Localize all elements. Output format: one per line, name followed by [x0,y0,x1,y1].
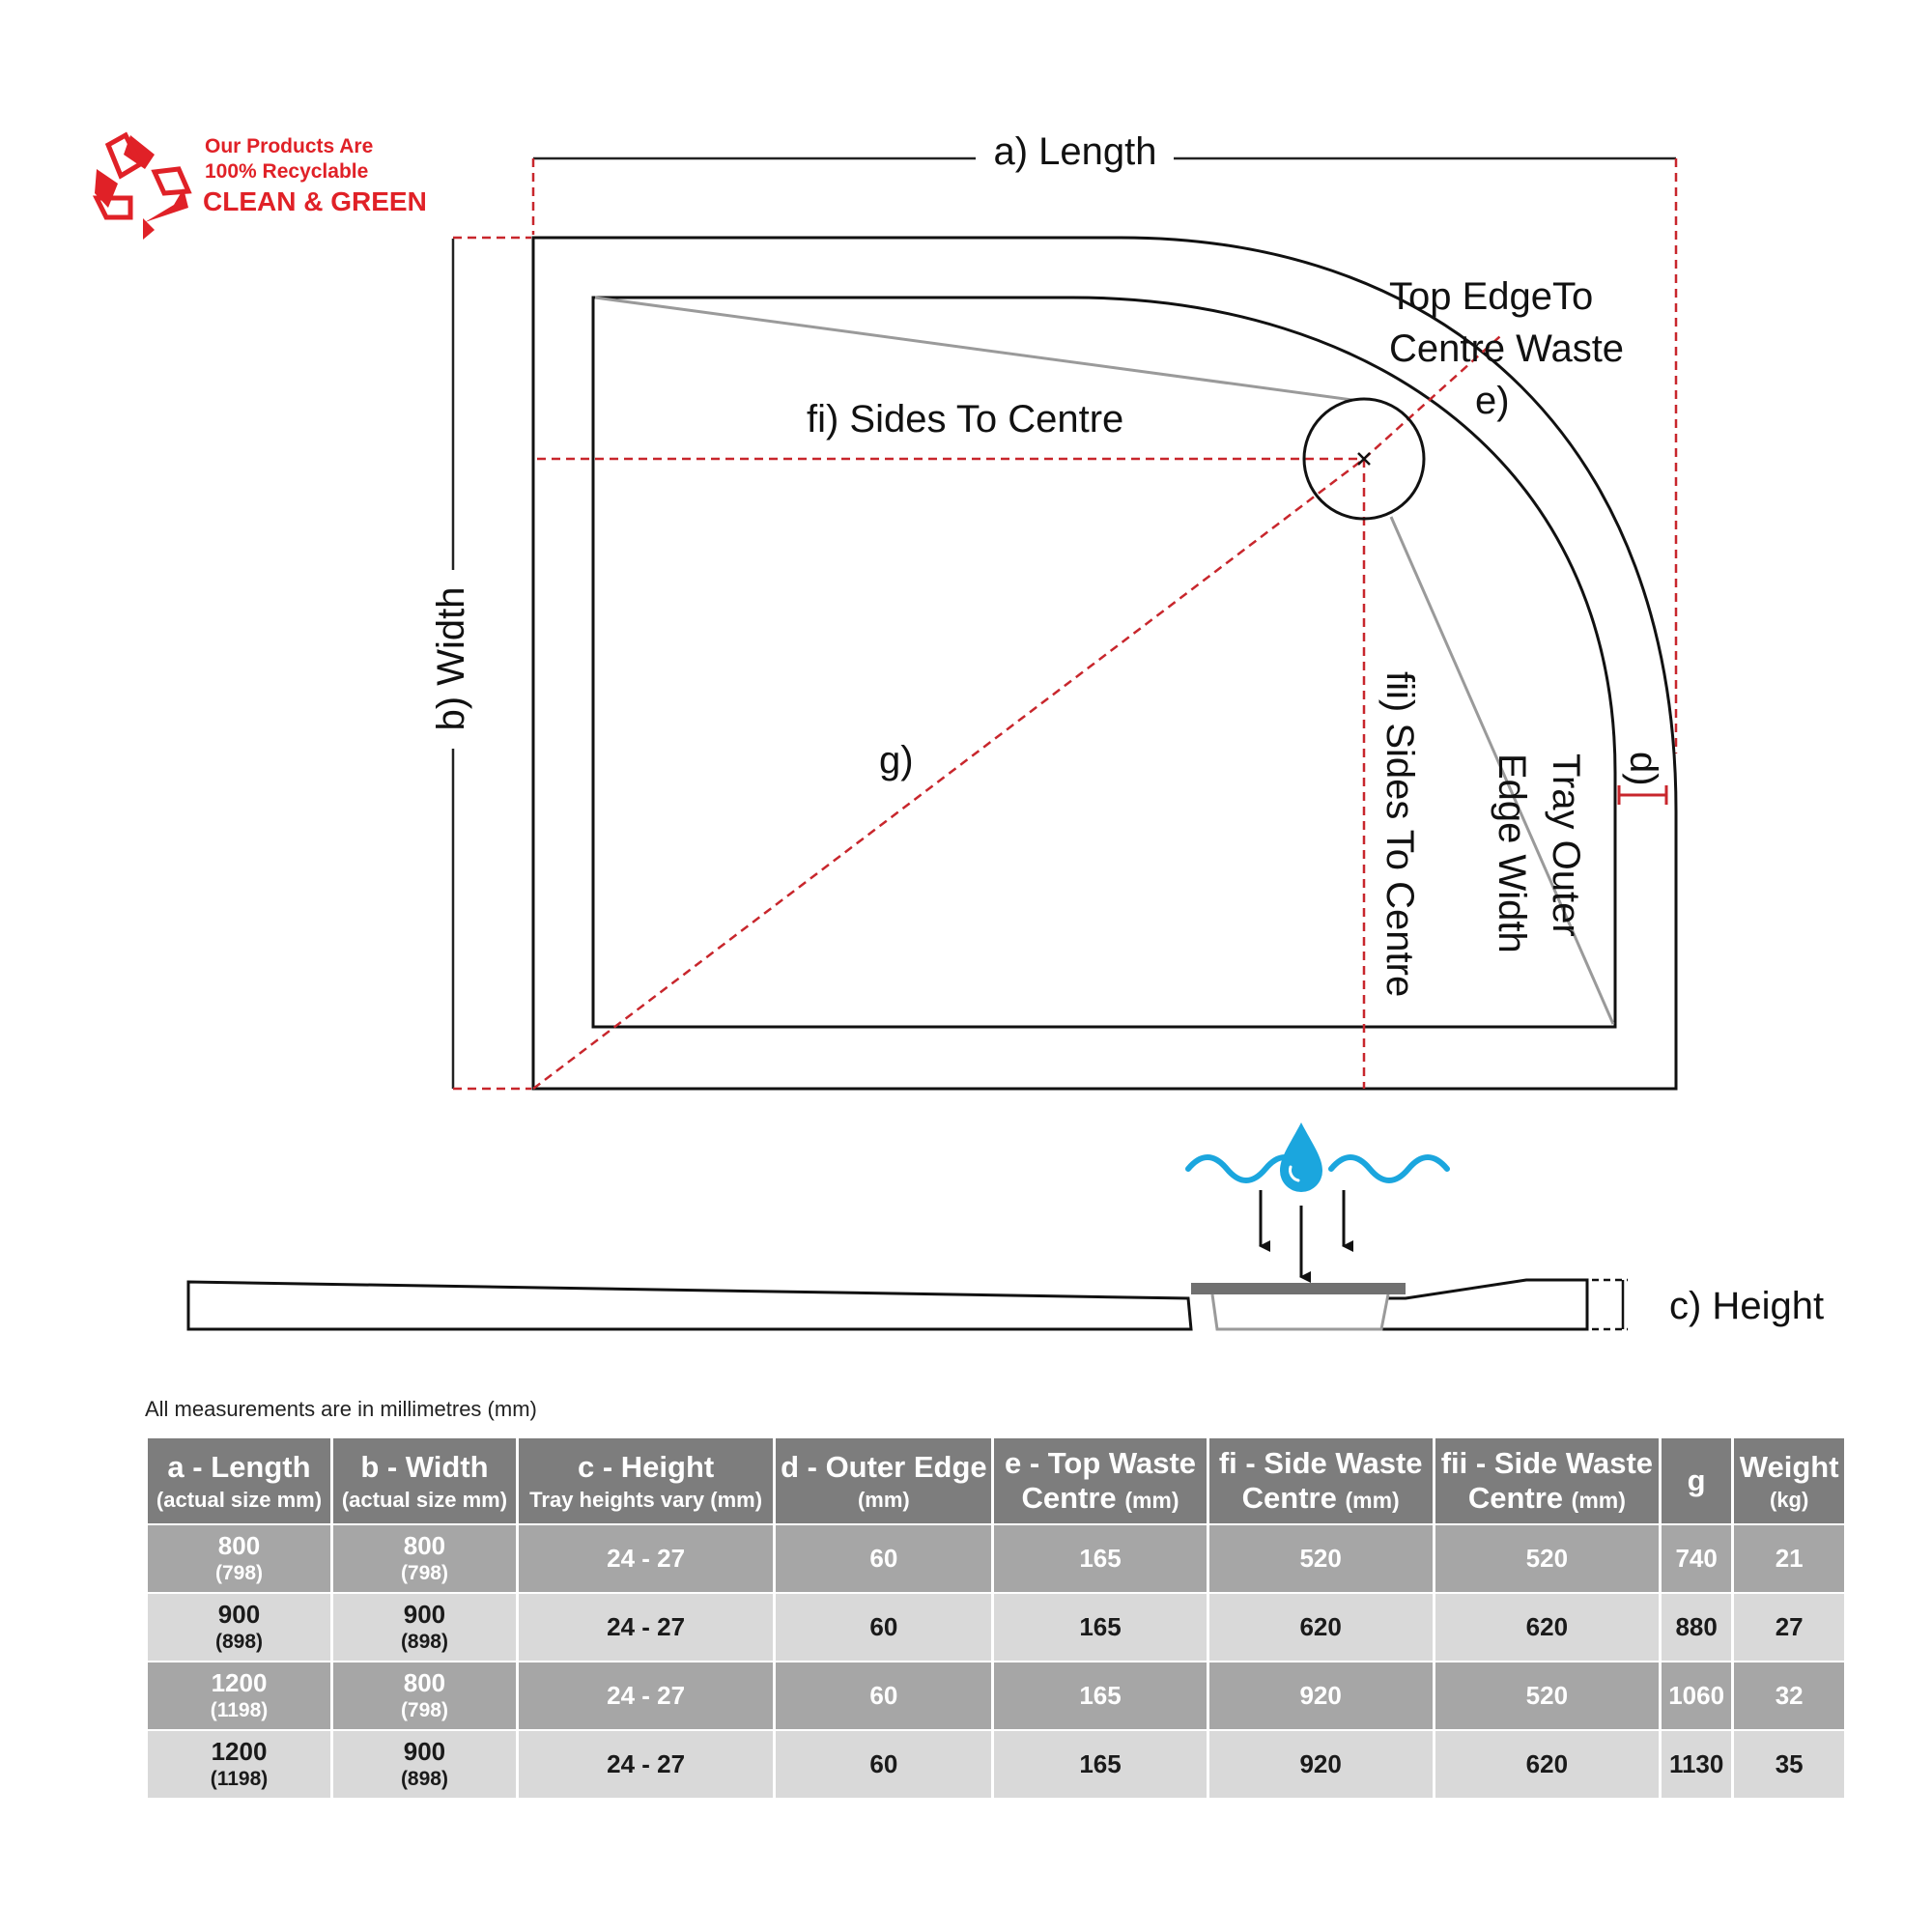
logo-line-3: CLEAN & GREEN [203,186,427,216]
cell-length: 1200(1198) [148,1662,330,1729]
cell-length: 800(798) [148,1525,330,1592]
water-drop-icon [1185,1122,1450,1192]
cell-outer-edge: 60 [776,1594,992,1661]
table-row: 1200(1198) 900(898) 24 - 27 60 165 920 6… [148,1731,1844,1798]
waste-outlet [1302,397,1426,521]
cell-outer-edge: 60 [776,1525,992,1592]
cell-width: 800(798) [332,1662,516,1729]
cell-outer-edge: 60 [776,1662,992,1729]
cell-width: 800(798) [332,1525,516,1592]
cell-fii: 520 [1435,1662,1659,1729]
measurement-lines [532,335,1501,1090]
outer-edge-marker [1617,785,1668,805]
cell-top-waste: 165 [994,1662,1207,1729]
length-label: a) Length [993,130,1156,173]
logo-line-2: 100% Recyclable [205,160,368,183]
cell-weight: 21 [1734,1525,1844,1592]
table-row: 800(798) 800(798) 24 - 27 60 165 520 520… [148,1525,1844,1592]
cell-g: 740 [1661,1525,1732,1592]
side-guide-line [1389,516,1615,1025]
cell-g: 1060 [1661,1662,1732,1729]
length-dimension: a) Length [531,130,1678,753]
cell-fii: 620 [1435,1731,1659,1798]
cell-height: 24 - 27 [518,1662,774,1729]
tray-outer-label-2: Edge Width [1491,753,1533,953]
cell-g: 880 [1661,1594,1732,1661]
width-dimension: b) Width [430,236,531,1091]
logo-line-1: Our Products Are [205,135,373,157]
top-edge-label-2: Centre Waste [1389,327,1624,370]
table-header-row: a - Length(actual size mm) b - Width(act… [148,1438,1844,1523]
measurement-note: All measurements are in millimetres (mm) [145,1397,537,1421]
cell-length: 1200(1198) [148,1731,330,1798]
cell-fi: 520 [1208,1525,1433,1592]
cell-length: 900(898) [148,1594,330,1661]
cell-width: 900(898) [332,1594,516,1661]
cell-weight: 32 [1734,1662,1844,1729]
tray-top-view [531,236,1678,1091]
down-arrows-icon [1259,1190,1353,1283]
tray-side-profile [186,1278,1628,1331]
spec-table: a - Length(actual size mm) b - Width(act… [145,1436,1847,1800]
table-row: 1200(1198) 800(798) 24 - 27 60 165 920 5… [148,1662,1844,1729]
header-width: b - Width(actual size mm) [332,1438,516,1523]
tray-outer-label-1: Tray Outer [1545,753,1587,937]
cell-g: 1130 [1661,1731,1732,1798]
cell-fii: 520 [1435,1525,1659,1592]
cell-top-waste: 165 [994,1594,1207,1661]
cell-height: 24 - 27 [518,1525,774,1592]
fii-label: fii) Sides To Centre [1378,671,1421,997]
cell-outer-edge: 60 [776,1731,992,1798]
cell-fi: 920 [1208,1731,1433,1798]
e-label: e) [1475,380,1510,422]
cell-height: 24 - 27 [518,1731,774,1798]
cell-weight: 35 [1734,1731,1844,1798]
cell-fi: 620 [1208,1594,1433,1661]
top-guide-line [594,296,1353,402]
table-row: 900(898) 900(898) 24 - 27 60 165 620 620… [148,1594,1844,1661]
d-label: d) [1622,752,1664,786]
cell-top-waste: 165 [994,1525,1207,1592]
g-label: g) [879,739,914,781]
cell-top-waste: 165 [994,1731,1207,1798]
header-outer-edge: d - Outer Edge(mm) [776,1438,992,1523]
fi-label: fi) Sides To Centre [807,398,1123,440]
shower-tray-diagram: Our Products Are 100% Recyclable CLEAN &… [92,130,1824,1331]
recycle-logo: Our Products Are 100% Recyclable CLEAN &… [92,131,427,240]
header-g: g [1661,1438,1732,1523]
recycle-icon [92,131,192,240]
cell-weight: 27 [1734,1594,1844,1661]
width-label: b) Width [430,587,472,731]
cell-height: 24 - 27 [518,1594,774,1661]
top-edge-label-1: Top EdgeTo [1389,275,1593,318]
header-weight: Weight(kg) [1734,1438,1844,1523]
cell-fi: 920 [1208,1662,1433,1729]
header-length: a - Length(actual size mm) [148,1438,330,1523]
height-label: c) Height [1669,1285,1824,1327]
cell-fii: 620 [1435,1594,1659,1661]
cell-width: 900(898) [332,1731,516,1798]
